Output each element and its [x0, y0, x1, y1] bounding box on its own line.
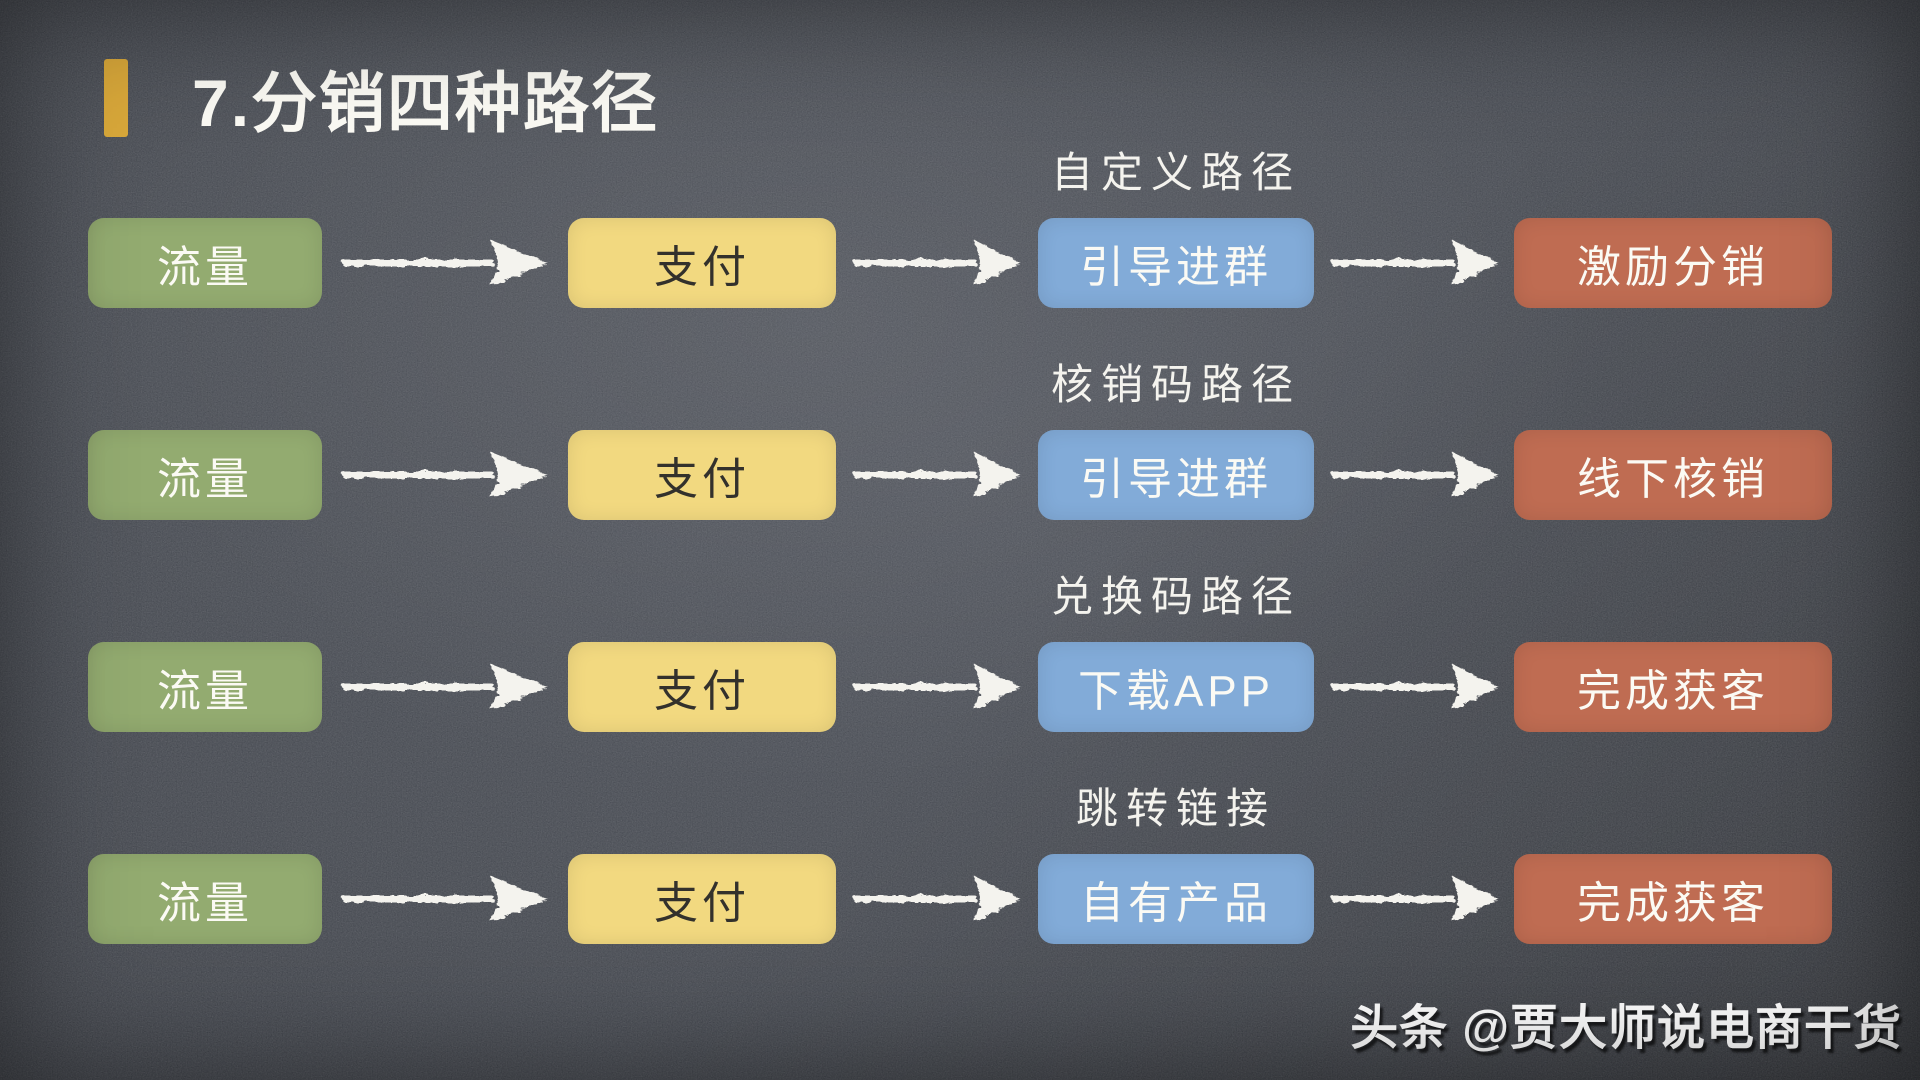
flow-arrow-icon — [1328, 869, 1502, 929]
flow-arrow-icon — [1328, 233, 1502, 293]
title-block: 7.分销四种路径 — [104, 50, 659, 146]
path-type-label: 核销码路径 — [1050, 361, 1301, 408]
flow-node-payment: 支付 — [568, 642, 836, 732]
flow-arrow-icon — [1328, 445, 1502, 505]
flow-arrow-icon — [338, 869, 552, 929]
path-type-label: 跳转链接 — [1075, 785, 1276, 832]
page-title: 7.分销四种路径 — [192, 66, 660, 140]
flow-row-jump-link-path: 跳转链接 流量 支付 自有产品 完成获客 — [0, 785, 1920, 944]
flow-node-text: 自有产品 — [1080, 879, 1272, 928]
flow-node-text: 完成获客 — [1577, 667, 1769, 716]
flow-arrow-icon — [850, 657, 1024, 717]
path-type-label: 兑换码路径 — [1050, 573, 1301, 620]
flow-node-text: 支付 — [654, 667, 750, 716]
flow-row-custom-path: 自定义路径 流量 支付 引导进群 激励分销 — [0, 149, 1920, 308]
flow-node-result: 完成获客 — [1514, 854, 1832, 944]
flow-node-traffic: 流量 — [88, 642, 322, 732]
flow-node-traffic: 流量 — [88, 854, 322, 944]
flow-node-text: 完成获客 — [1577, 879, 1769, 928]
flow-row-redeem-code-path: 核销码路径 流量 支付 引导进群 线下核销 — [0, 361, 1920, 520]
flow-node-action: 下载APP — [1038, 642, 1314, 732]
flow-node-traffic: 流量 — [88, 430, 322, 520]
flow-arrow-icon — [850, 233, 1024, 293]
watermark-handle: @贾大师说电商干货 — [1462, 1002, 1902, 1055]
flow-node-payment: 支付 — [568, 430, 836, 520]
flow-arrow-icon — [338, 233, 552, 293]
flow-node-text: 支付 — [654, 879, 750, 928]
flow-node-action: 引导进群 — [1038, 430, 1314, 520]
flow-node-text: 激励分销 — [1577, 243, 1769, 292]
flow-node-payment: 支付 — [568, 854, 836, 944]
flow-node-action: 自有产品 — [1038, 854, 1314, 944]
flow-node-text: 流量 — [157, 243, 253, 292]
flow-node-text: 支付 — [654, 455, 750, 504]
flow-row-exchange-code-path: 兑换码路径 流量 支付 下载APP 完成获客 — [0, 573, 1920, 732]
flow-arrow-icon — [1328, 657, 1502, 717]
flow-node-result: 线下核销 — [1514, 430, 1832, 520]
title-accent-bar — [104, 59, 128, 137]
flow-arrow-icon — [338, 445, 552, 505]
flow-node-traffic: 流量 — [88, 218, 322, 308]
flow-node-text: 引导进群 — [1080, 243, 1272, 292]
watermark: 头条@贾大师说电商干货 — [1350, 988, 1902, 1058]
flow-node-text: 支付 — [654, 243, 750, 292]
flow-node-result: 激励分销 — [1514, 218, 1832, 308]
flow-node-action: 引导进群 — [1038, 218, 1314, 308]
flow-arrow-icon — [850, 445, 1024, 505]
flow-node-result: 完成获客 — [1514, 642, 1832, 732]
flow-node-text: 引导进群 — [1080, 455, 1272, 504]
flow-node-text: 线下核销 — [1577, 455, 1769, 504]
flow-node-text: 流量 — [157, 879, 253, 928]
flow-node-text: 流量 — [157, 667, 253, 716]
flow-arrow-icon — [850, 869, 1024, 929]
path-type-label: 自定义路径 — [1050, 149, 1301, 196]
flow-node-payment: 支付 — [568, 218, 836, 308]
watermark-platform: 头条 — [1350, 1002, 1449, 1055]
flow-node-text: 流量 — [157, 455, 253, 504]
flow-arrow-icon — [338, 657, 552, 717]
flow-node-text: 下载APP — [1077, 667, 1275, 716]
